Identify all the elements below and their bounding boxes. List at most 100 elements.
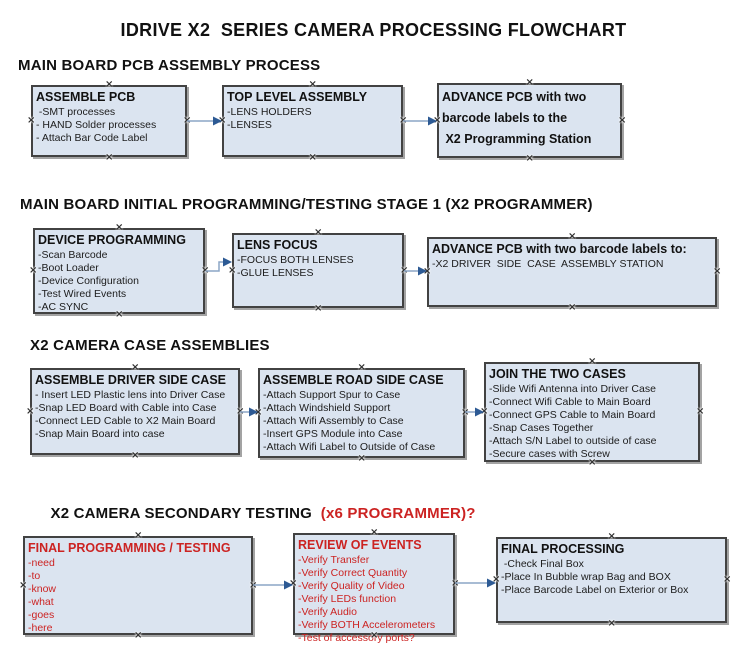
heading-text: X2 CAMERA SECONDARY TESTING	[50, 505, 313, 522]
box-item: -Scan Barcode	[38, 249, 108, 261]
box-item: -SMT processes	[36, 106, 116, 118]
box-item: -goes	[28, 609, 55, 621]
box-item: -Check Final Box	[501, 558, 584, 570]
section-heading-pcb-assembly: MAIN BOARD PCB ASSEMBLY PROCESS	[18, 57, 321, 74]
box-item: -GLUE LENSES	[237, 267, 314, 279]
connection-point-icon	[314, 305, 322, 313]
connection-point-icon	[131, 364, 139, 372]
box-item: -know	[28, 583, 57, 595]
box-item: -Secure cases with Screw	[489, 448, 610, 460]
box-item: -Test Wired Events	[38, 288, 127, 300]
box-item: -to	[28, 570, 41, 582]
flow-elbow-arrow	[205, 257, 232, 272]
section-heading-initial-programming: MAIN BOARD INITIAL PROGRAMMING/TESTING S…	[20, 196, 593, 213]
connection-point-icon	[608, 533, 616, 541]
connection-point-icon	[526, 79, 534, 87]
connection-point-icon	[27, 117, 35, 125]
heading-suffix-red: (x6 PROGRAMMER)?	[312, 505, 476, 522]
box-item: -Connect Wifi Cable to Main Board	[489, 396, 651, 408]
connection-point-icon	[526, 155, 534, 163]
connection-point-icon	[568, 304, 576, 312]
connection-point-icon	[309, 81, 317, 89]
connection-point-icon	[309, 154, 317, 162]
connection-point-icon	[588, 358, 596, 366]
flow-arrow	[187, 116, 222, 126]
connection-point-icon	[723, 576, 731, 584]
box-item: -Snap LED Board with Cable into Case	[35, 402, 217, 414]
box-title: ADVANCE PCB with two barcode labels to:	[432, 242, 687, 256]
flow-box-advance-pcb-driver-side-station: ADVANCE PCB with two barcode labels to: …	[427, 237, 717, 307]
connection-point-icon	[618, 117, 626, 125]
box-title: REVIEW OF EVENTS	[298, 538, 422, 552]
section-heading-case-assemblies: X2 CAMERA CASE ASSEMBLIES	[30, 337, 270, 354]
box-title-line: ADVANCE PCB with two	[442, 90, 587, 104]
box-item: -Snap Cases Together	[489, 422, 594, 434]
flow-arrow	[253, 580, 293, 590]
connection-point-icon	[358, 364, 366, 372]
connection-point-icon	[314, 229, 322, 237]
box-item: -AC SYNC	[38, 301, 89, 313]
box-title: ASSEMBLE DRIVER SIDE CASE	[35, 373, 227, 387]
flow-box-assemble-pcb: ASSEMBLE PCB -SMT processes - HAND Solde…	[31, 85, 187, 157]
box-item: -Attach S/N Label to outside of case	[489, 435, 657, 447]
flowchart-title: IDRIVE X2 SERIES CAMERA PROCESSING FLOWC…	[120, 20, 627, 40]
box-item: -Boot Loader	[38, 262, 99, 274]
connection-point-icon	[568, 233, 576, 241]
box-item: -Snap Main Board into case	[35, 428, 165, 440]
box-item: - Attach Bar Code Label	[36, 132, 148, 144]
box-item: -Attach Support Spur to Case	[263, 389, 401, 401]
connection-point-icon	[713, 268, 721, 276]
box-title: ASSEMBLE PCB	[36, 90, 136, 104]
box-item: -Connect GPS Cable to Main Board	[489, 409, 656, 421]
box-item: -Connect LED Cable to X2 Main Board	[35, 415, 216, 427]
flow-box-final-programming-testing: FINAL PROGRAMMING / TESTING -need -to -k…	[23, 536, 253, 635]
connection-point-icon	[105, 81, 113, 89]
connection-point-icon	[131, 452, 139, 460]
flow-box-advance-pcb-programming-station: ADVANCE PCB with two barcode labels to t…	[437, 83, 622, 158]
box-item: -Place In Bubble wrap Bag and BOX	[501, 571, 671, 583]
connection-point-icon	[19, 582, 27, 590]
box-item: - HAND Solder processes	[36, 119, 157, 131]
box-item: -Verify Audio	[298, 606, 357, 618]
flow-arrow	[404, 266, 427, 276]
connection-point-icon	[608, 620, 616, 628]
connection-point-icon	[115, 224, 123, 232]
box-item: -Slide Wifi Antenna into Driver Case	[489, 383, 656, 395]
box-item: -here	[28, 622, 53, 634]
flow-box-assemble-road-side-case: ASSEMBLE ROAD SIDE CASE -Attach Support …	[258, 368, 465, 458]
connection-point-icon	[26, 408, 34, 416]
box-title: TOP LEVEL ASSEMBLY	[227, 90, 368, 104]
box-item: -Attach Windshield Support	[263, 402, 391, 414]
box-item: -Verify LEDs function	[298, 593, 397, 605]
connection-point-icon	[696, 408, 704, 416]
box-item: -need	[28, 557, 55, 569]
box-title: DEVICE PROGRAMMING	[38, 233, 186, 247]
box-item: -Attach Wifi Assembly to Case	[263, 415, 404, 427]
box-item: -Place Barcode Label on Exterior or Box	[501, 584, 689, 596]
section-heading-secondary-testing: X2 CAMERA SECONDARY TESTING (x6 PROGRAMM…	[33, 488, 476, 539]
flow-box-device-programming: DEVICE PROGRAMMING -Scan Barcode -Boot L…	[33, 228, 205, 314]
flow-arrow	[465, 407, 484, 417]
flow-arrow	[455, 578, 496, 588]
box-item: -Test of accessory ports?	[298, 632, 415, 644]
box-title: ASSEMBLE ROAD SIDE CASE	[263, 373, 444, 387]
box-title-line: X2 Programming Station	[442, 132, 592, 146]
box-item: -LENS HOLDERS	[227, 106, 312, 118]
box-item: -Attach Wifi Label to Outside of Case	[263, 441, 436, 453]
box-item: -what	[28, 596, 54, 608]
box-item: -FOCUS BOTH LENSES	[237, 254, 354, 266]
flow-box-lens-focus: LENS FOCUS -FOCUS BOTH LENSES -GLUE LENS…	[232, 233, 404, 308]
box-item: -Verify Quality of Video	[298, 580, 405, 592]
box-item: -Device Configuration	[38, 275, 139, 287]
box-title: FINAL PROCESSING	[501, 542, 625, 556]
box-item: -Insert GPS Module into Case	[263, 428, 403, 440]
flow-arrow	[240, 407, 258, 417]
box-item: - Insert LED Plastic lens into Driver Ca…	[35, 389, 226, 401]
connection-point-icon	[358, 455, 366, 463]
box-item: -Verify Correct Quantity	[298, 567, 408, 579]
connection-point-icon	[105, 154, 113, 162]
flow-box-review-of-events: REVIEW OF EVENTS -Verify Transfer -Verif…	[293, 533, 455, 644]
flow-box-join-the-two-cases: JOIN THE TWO CASES -Slide Wifi Antenna i…	[484, 362, 700, 462]
flow-box-final-processing: FINAL PROCESSING -Check Final Box -Place…	[496, 537, 727, 623]
